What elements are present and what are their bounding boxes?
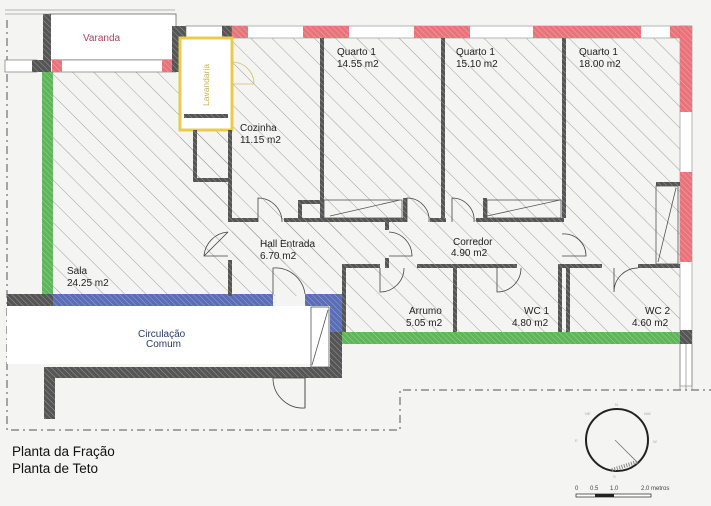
wc1-area: 4.80 m2 [512, 318, 549, 329]
wc1-label: WC 1 [524, 306, 549, 317]
corredor-label: Corredor [453, 237, 493, 248]
top-exterior-wall [185, 25, 691, 39]
svg-text:E: E [575, 438, 578, 443]
blue-walls [7, 294, 342, 332]
plan-subtitle: Planta de Teto [12, 461, 99, 476]
svg-text:S: S [613, 474, 616, 479]
bottom-green-wall [342, 332, 680, 344]
quarto-a-area: 14.55 m2 [337, 59, 379, 70]
wc2-area: 4.60 m2 [632, 318, 669, 329]
property-boundary [6, 20, 711, 431]
circulacao-label: Circulação [138, 329, 186, 340]
arrumo-label: Arrumo [409, 306, 442, 317]
svg-text:0.5: 0.5 [590, 486, 599, 492]
lavandaria-label: Lavandaria [201, 64, 211, 106]
compass: N NE NW E W S [575, 402, 657, 479]
sala-label: Sala [67, 266, 87, 277]
svg-text:0: 0 [575, 486, 579, 492]
cozinha-area: 11.15 m2 [240, 135, 281, 146]
hall-label: Hall Entrada [260, 239, 315, 250]
circulacao-comum [7, 306, 342, 419]
quarto-b-area: 15.10 m2 [456, 59, 498, 70]
floor-hatch [52, 36, 680, 332]
lavandaria [178, 36, 255, 132]
wc2-label: WC 2 [645, 306, 670, 317]
room-labels: Varanda Lavandaria Cozinha 11.15 m2 Quar… [67, 33, 670, 350]
quarto-c-label: Quarto 1 [579, 47, 618, 58]
svg-text:N: N [615, 402, 618, 407]
svg-text:1.0: 1.0 [610, 486, 619, 492]
varanda-label: Varanda [83, 33, 121, 44]
quarto-a-label: Quarto 1 [337, 47, 376, 58]
cozinha-label: Cozinha [240, 123, 277, 134]
svg-text:NE: NE [585, 411, 591, 416]
svg-text:2.0 metros: 2.0 metros [641, 486, 669, 492]
right-exterior-wall [679, 25, 693, 387]
interior-walls [193, 38, 680, 332]
plan-title: Planta da Fração [12, 444, 115, 459]
arrumo-area: 5.05 m2 [406, 318, 443, 329]
scale-bar: 0 0.5 1.0 2.0 metros [575, 486, 669, 498]
exterior-lines [679, 344, 693, 390]
circulacao-label-2: Comum [146, 339, 181, 350]
doors [203, 185, 679, 295]
svg-text:NW: NW [644, 411, 651, 416]
quarto-c-area: 18.00 m2 [579, 59, 621, 70]
hall-area: 6.70 m2 [260, 251, 297, 262]
corredor-area: 4.90 m2 [451, 248, 488, 259]
varanda [4, 9, 186, 73]
left-green-wall [42, 72, 53, 294]
sala-area: 24.25 m2 [67, 278, 109, 289]
svg-text:W: W [653, 439, 657, 444]
quarto-b-label: Quarto 1 [456, 47, 495, 58]
